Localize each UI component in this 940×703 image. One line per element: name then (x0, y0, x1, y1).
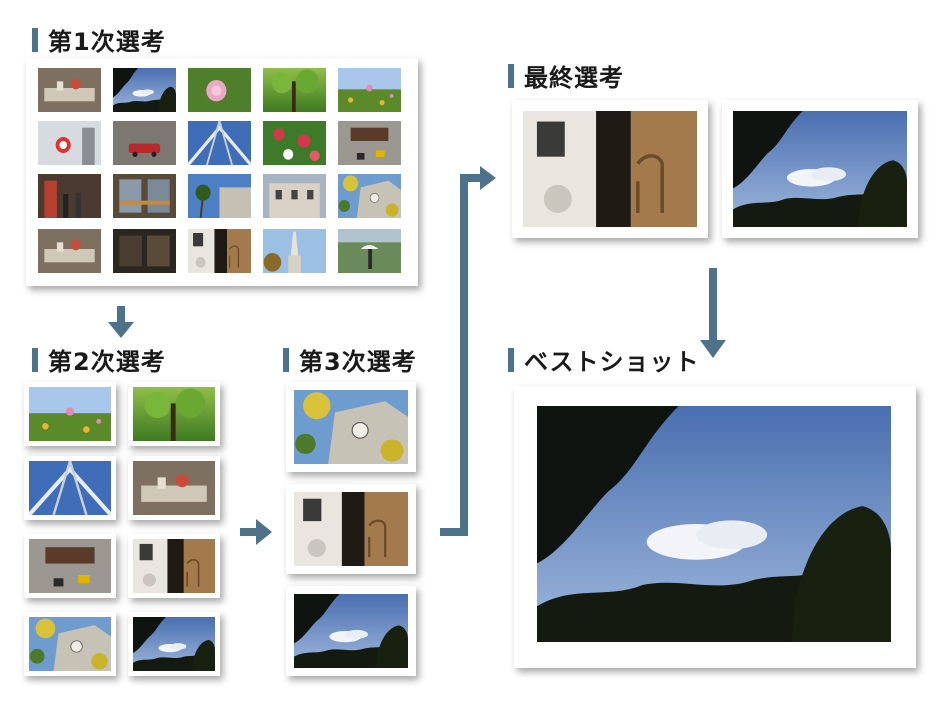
photo-sky-silhouette (133, 617, 215, 671)
photo-table-still-life-2 (38, 229, 101, 273)
photo-sky-silhouette (294, 594, 408, 668)
photo-street-crowd (38, 174, 101, 218)
photo-white-door (133, 539, 215, 593)
heading-bar (283, 347, 289, 372)
round2-title: 第2次選考 (48, 348, 166, 376)
heading-bar (32, 27, 38, 52)
best-title: ベストショット (524, 348, 700, 376)
final-title: 最終選考 (524, 64, 624, 92)
photo-steel-arch (29, 461, 111, 515)
round3-heading: 第3次選考 (283, 342, 417, 377)
photo-pink-rose (188, 68, 251, 112)
photo-shop-window (113, 229, 176, 273)
arrow-round3-to-final (440, 166, 496, 536)
round2-heading: 第2次選考 (32, 342, 166, 377)
best-heading: ベストショット (508, 342, 699, 377)
photo-steel-arch (188, 121, 251, 165)
round3-title: 第3次選考 (299, 348, 417, 376)
photo-sky-silhouette (733, 111, 907, 227)
photo-white-door (523, 111, 697, 227)
arrow-down-round1-to-round2 (108, 306, 134, 338)
best-shot-photo (537, 406, 891, 642)
photo-old-building (263, 174, 326, 218)
photo-clock-tower (338, 174, 401, 218)
round1-title: 第1次選考 (48, 28, 166, 56)
photo-green-tree (133, 387, 215, 441)
photo-umbrella-walker (338, 229, 401, 273)
photo-red-flowers (263, 121, 326, 165)
photo-clock-tower (29, 617, 111, 671)
photo-white-door (188, 229, 251, 273)
photo-cosmos-field (338, 68, 401, 112)
heading-bar (32, 347, 38, 372)
photo-red-car (113, 121, 176, 165)
photo-clock-tower (294, 390, 408, 464)
round1-heading: 第1次選考 (32, 22, 166, 57)
heading-bar (508, 63, 514, 88)
photo-cosmos-field (29, 387, 111, 441)
photo-sky-silhouette (113, 68, 176, 112)
arrow-down-final-to-best (700, 268, 726, 358)
photo-table-still-life (133, 461, 215, 515)
photo-church-spire (263, 229, 326, 273)
arrow-right-round2-to-round3 (240, 519, 272, 545)
photo-window-reflection (113, 174, 176, 218)
heading-bar (508, 347, 514, 372)
photo-tram-street (338, 121, 401, 165)
photo-tram-street (29, 539, 111, 593)
photo-target-building (38, 121, 101, 165)
photo-white-door (294, 492, 408, 566)
photo-palm-building (188, 174, 251, 218)
final-heading: 最終選考 (508, 58, 624, 93)
photo-table-still-life (38, 68, 101, 112)
photo-green-tree (263, 68, 326, 112)
